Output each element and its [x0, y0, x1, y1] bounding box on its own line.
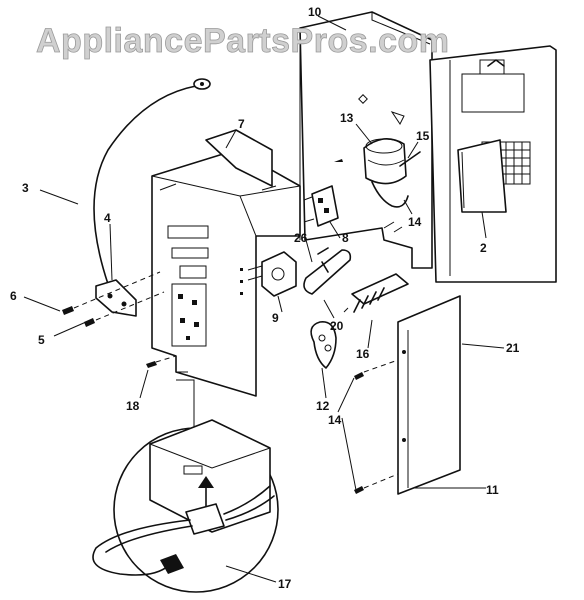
bracket-4 — [95, 279, 137, 317]
callout-12: 12 — [316, 399, 330, 413]
screw-18 — [146, 361, 157, 368]
callout-14-upper: 14 — [408, 215, 422, 229]
callout-8: 8 — [342, 231, 349, 245]
box-cutouts — [167, 225, 243, 347]
watermark-text: AppliancePartsPros.com — [36, 22, 449, 60]
callout-11: 11 — [486, 483, 499, 497]
callout-labels: 10 13 15 7 3 4 6 5 8 14 26 2 9 20 16 21 … — [10, 5, 520, 591]
callout-3: 3 — [22, 181, 29, 195]
callout-10: 10 — [308, 5, 322, 19]
screw-14-upper — [354, 372, 364, 380]
callout-5: 5 — [38, 333, 45, 347]
switch-9 — [247, 251, 297, 297]
screw-6 — [62, 306, 74, 315]
callout-17: 17 — [278, 577, 292, 591]
terminal-block-8 — [303, 185, 339, 227]
callout-2: 2 — [480, 241, 487, 255]
callout-20: 20 — [330, 319, 344, 333]
connector-16 — [343, 273, 409, 313]
screw-5 — [84, 318, 95, 327]
callout-15: 15 — [416, 129, 430, 143]
callout-7: 7 — [238, 117, 245, 131]
callout-9: 9 — [272, 311, 279, 325]
detail-circle-17 — [92, 379, 279, 593]
callout-16: 16 — [356, 347, 370, 361]
callout-21: 21 — [506, 341, 520, 355]
callout-26: 26 — [294, 231, 308, 245]
callout-13: 13 — [340, 111, 354, 125]
callout-18: 18 — [126, 399, 140, 413]
callout-14-lower: 14 — [328, 413, 342, 427]
callout-4: 4 — [104, 211, 111, 225]
callout-6: 6 — [10, 289, 17, 303]
control-box-7 — [151, 129, 301, 397]
ground-wire-3 — [93, 78, 211, 285]
capacitor-13 — [334, 138, 421, 208]
grommet-12 — [310, 321, 337, 369]
screw-14-lower — [354, 486, 364, 494]
side-panel-2 — [429, 45, 557, 283]
leader-lines — [23, 15, 505, 583]
cover-panel-21 — [397, 295, 461, 495]
sensor-20 — [303, 247, 352, 295]
